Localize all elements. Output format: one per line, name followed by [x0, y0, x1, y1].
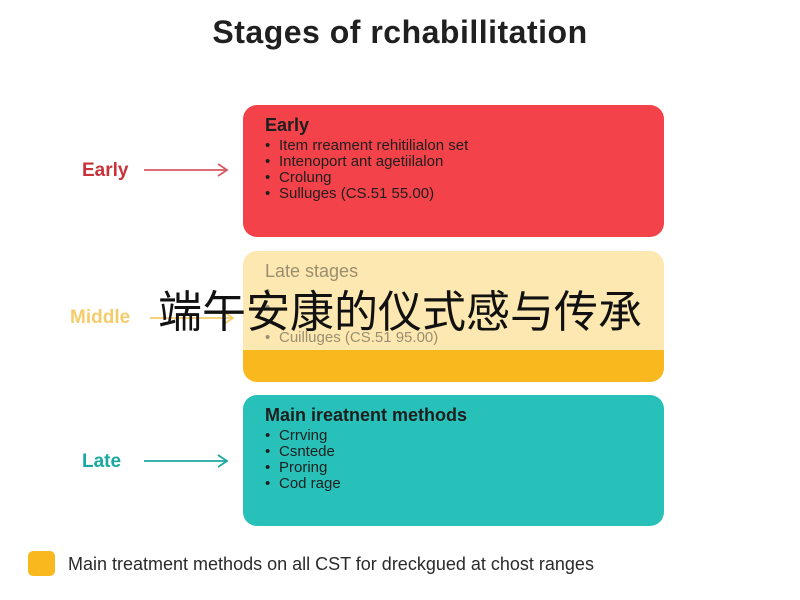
overlay-caption: 端午安康的仪式感与传承	[158, 287, 642, 338]
arrow-right-icon	[144, 454, 229, 468]
legend-text: Main treatment methods on all CST for dr…	[68, 554, 594, 574]
list-item: Sulluges (CS.51 55.00)	[265, 186, 642, 202]
stage-label-late: Late	[82, 451, 122, 472]
card-title: Late stages	[265, 261, 359, 281]
card-band	[243, 350, 664, 382]
card-list: Cuilluges (CS.51 95.00)	[265, 284, 642, 346]
stage-label-middle: Middle	[70, 307, 131, 328]
list-item: Proring	[265, 460, 642, 476]
list-item: Intenoport ant agetiilalon	[265, 154, 642, 170]
list-item: Csntede	[265, 444, 642, 460]
stage-card-early: Early Item rreament rehitilialon set Int…	[243, 105, 664, 237]
list-item: Item rreament rehitilialon set	[265, 138, 642, 154]
list-item: Crolung	[265, 170, 642, 186]
arrow-right-icon	[144, 163, 229, 177]
legend-swatch	[28, 551, 55, 576]
card-title: Main ireatnent methods	[265, 405, 468, 425]
stage-label-early: Early	[82, 160, 129, 181]
list-item: Cuilluges (CS.51 95.00)	[265, 330, 642, 346]
list-item: Cod rage	[265, 476, 642, 492]
diagram-title: Stages of rchabillitation	[212, 14, 588, 50]
stage-card-middle: Late stages Cuilluges (CS.51 95.00)	[243, 251, 664, 382]
arrow-right-icon	[150, 311, 235, 325]
list-item: Crrving	[265, 428, 642, 444]
card-title: Early	[265, 115, 310, 135]
stage-card-late: Main ireatnent methods Crrving Csntede P…	[243, 395, 664, 526]
card-list: Item rreament rehitilialon set Intenopor…	[265, 138, 642, 202]
card-list: Crrving Csntede Proring Cod rage	[265, 428, 642, 492]
